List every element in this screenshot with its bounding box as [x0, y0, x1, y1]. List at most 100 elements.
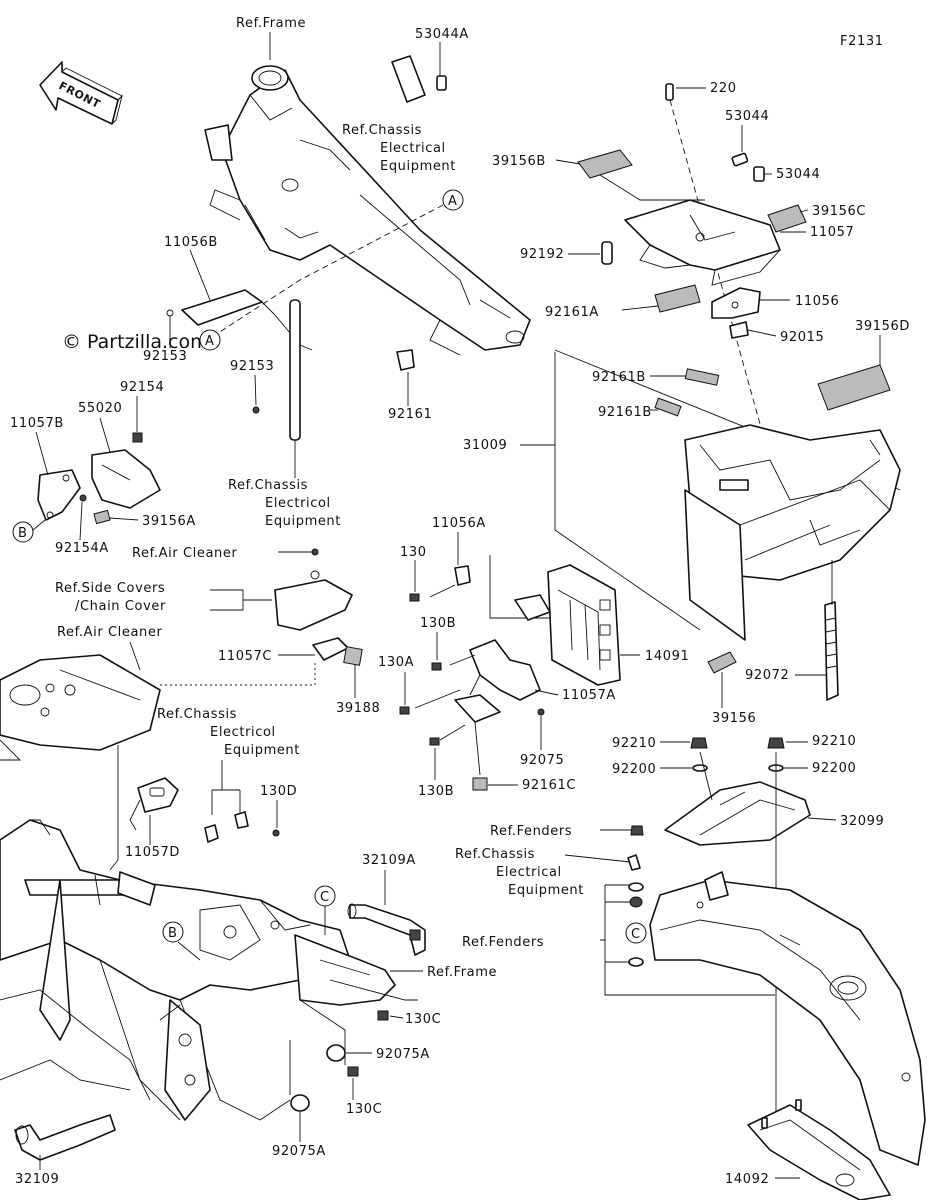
- ref-air-cleaner-2: Ref.Air Cleaner: [57, 625, 162, 640]
- part-32109a-drawing: [347, 903, 426, 956]
- ref-chassis-1-line1: Ref.Chassis: [342, 123, 422, 138]
- air-cleaner-drawing: [0, 654, 161, 761]
- ref-chassis-3-line2: Electricol: [210, 725, 276, 740]
- svg-text:A: A: [205, 334, 215, 349]
- label-92200-a: 92200: [612, 762, 656, 777]
- label-92075a-b: 92075A: [272, 1144, 326, 1159]
- part-11057b-drawing: [37, 469, 81, 521]
- label-11057: 11057: [810, 225, 854, 240]
- lower-frame-drawing: [0, 819, 351, 1121]
- label-11056b: 11056B: [164, 235, 218, 250]
- ref-frame-top-label: Ref.Frame: [236, 16, 306, 31]
- label-220: 220: [710, 81, 737, 96]
- part-53044-drawing: [731, 152, 765, 182]
- label-53044-b: 53044: [776, 167, 820, 182]
- part-11057a-drawing: [454, 639, 541, 723]
- ref-chassis-2-line3: Equipment: [265, 514, 341, 529]
- label-39156b: 39156B: [492, 154, 546, 169]
- label-53044-a: 53044: [725, 109, 769, 124]
- label-92075a-a: 92075A: [376, 1047, 430, 1062]
- ref-chassis-1-line3: Equipment: [380, 159, 456, 174]
- label-32109a: 32109A: [362, 853, 416, 868]
- label-39156d: 39156D: [855, 319, 910, 334]
- callout-c-frame: C: [314, 885, 336, 907]
- label-130d: 130D: [260, 784, 297, 799]
- part-55020-drawing: [91, 449, 161, 509]
- svg-text:C: C: [631, 927, 641, 942]
- label-92210-b: 92210: [812, 734, 856, 749]
- svg-text:C: C: [320, 890, 330, 905]
- label-92210-a: 92210: [612, 736, 656, 751]
- label-92153-b: 92153: [230, 359, 274, 374]
- ref-frame-mid-label: Ref.Frame: [427, 965, 497, 980]
- label-11057c: 11057C: [218, 649, 272, 664]
- part-32099-drawing: [664, 781, 811, 846]
- label-55020: 55020: [78, 401, 122, 416]
- ref-chassis-3-line1: Ref.Chassis: [157, 707, 237, 722]
- label-92200-b: 92200: [812, 761, 856, 776]
- label-11057a: 11057A: [562, 688, 616, 703]
- label-130: 130: [400, 545, 427, 560]
- ref-fenders-2: Ref.Fenders: [462, 935, 544, 950]
- part-11057-drawing: [624, 199, 781, 286]
- label-92072: 92072: [745, 668, 789, 683]
- callout-a-lower: A: [199, 329, 221, 351]
- label-11057d: 11057D: [125, 845, 180, 860]
- label-92161b-a: 92161B: [592, 370, 646, 385]
- figure-code: F2131: [840, 34, 884, 49]
- rear-fender-drawing: [649, 871, 926, 1166]
- label-39156c: 39156C: [812, 204, 866, 219]
- part-220-drawing: [665, 83, 674, 101]
- label-39156a: 39156A: [142, 514, 196, 529]
- part-14092-drawing: [747, 1099, 891, 1200]
- label-92161c: 92161C: [522, 778, 576, 793]
- ref-chassis-4-line2: Electrical: [496, 865, 562, 880]
- label-31009: 31009: [463, 438, 507, 453]
- label-11057b: 11057B: [10, 416, 64, 431]
- label-92161: 92161: [388, 407, 432, 422]
- ref-chassis-4-line3: Equipment: [508, 883, 584, 898]
- ref-chassis-2-line2: Electricol: [265, 496, 331, 511]
- part-31009-drawing: [554, 349, 901, 641]
- front-arrow-icon: FRONT: [39, 61, 123, 125]
- ref-fenders-1: Ref.Fenders: [490, 824, 572, 839]
- part-side-cover-bracket-drawing: [274, 570, 353, 631]
- ref-side-covers-line1: Ref.Side Covers: [55, 581, 165, 596]
- label-130a: 130A: [378, 655, 414, 670]
- ref-air-cleaner-1: Ref.Air Cleaner: [132, 546, 237, 561]
- label-92161a: 92161A: [545, 305, 599, 320]
- label-32109: 32109: [15, 1172, 59, 1187]
- callout-b-frame: B: [162, 921, 184, 943]
- label-130b-b: 130B: [418, 784, 454, 799]
- svg-text:B: B: [18, 526, 28, 541]
- part-32109-drawing: [14, 1114, 116, 1161]
- label-92153-a: 92153: [143, 349, 187, 364]
- label-11056: 11056: [795, 294, 839, 309]
- label-92075: 92075: [520, 753, 564, 768]
- callout-a-upper: A: [442, 189, 464, 211]
- part-53044a-drawing: [391, 55, 447, 103]
- ref-chassis-3-line3: Equipment: [224, 743, 300, 758]
- part-11056b-drawing: [166, 289, 313, 351]
- ref-chassis-2-line1: Ref.Chassis: [228, 478, 308, 493]
- part-14091-drawing: [547, 564, 621, 686]
- label-92154: 92154: [120, 380, 164, 395]
- main-frame-drawing: [204, 65, 531, 356]
- label-130b-a: 130B: [420, 616, 456, 631]
- callout-c-right: C: [625, 922, 647, 944]
- label-32099: 32099: [840, 814, 884, 829]
- label-14092: 14092: [725, 1172, 769, 1187]
- part-92210-a-drawing: [690, 737, 708, 749]
- label-92161b-b: 92161B: [598, 405, 652, 420]
- ref-chassis-1-line2: Electrical: [380, 141, 446, 156]
- ref-side-covers-line2: /Chain Cover: [75, 599, 166, 614]
- svg-text:A: A: [448, 194, 458, 209]
- label-53044a: 53044A: [415, 27, 469, 42]
- callout-b-left: B: [12, 521, 34, 543]
- part-11057d-drawing: [129, 777, 179, 831]
- label-14091: 14091: [645, 649, 689, 664]
- label-130c-a: 130C: [405, 1012, 441, 1027]
- label-11056a: 11056A: [432, 516, 486, 531]
- label-39156: 39156: [712, 711, 756, 726]
